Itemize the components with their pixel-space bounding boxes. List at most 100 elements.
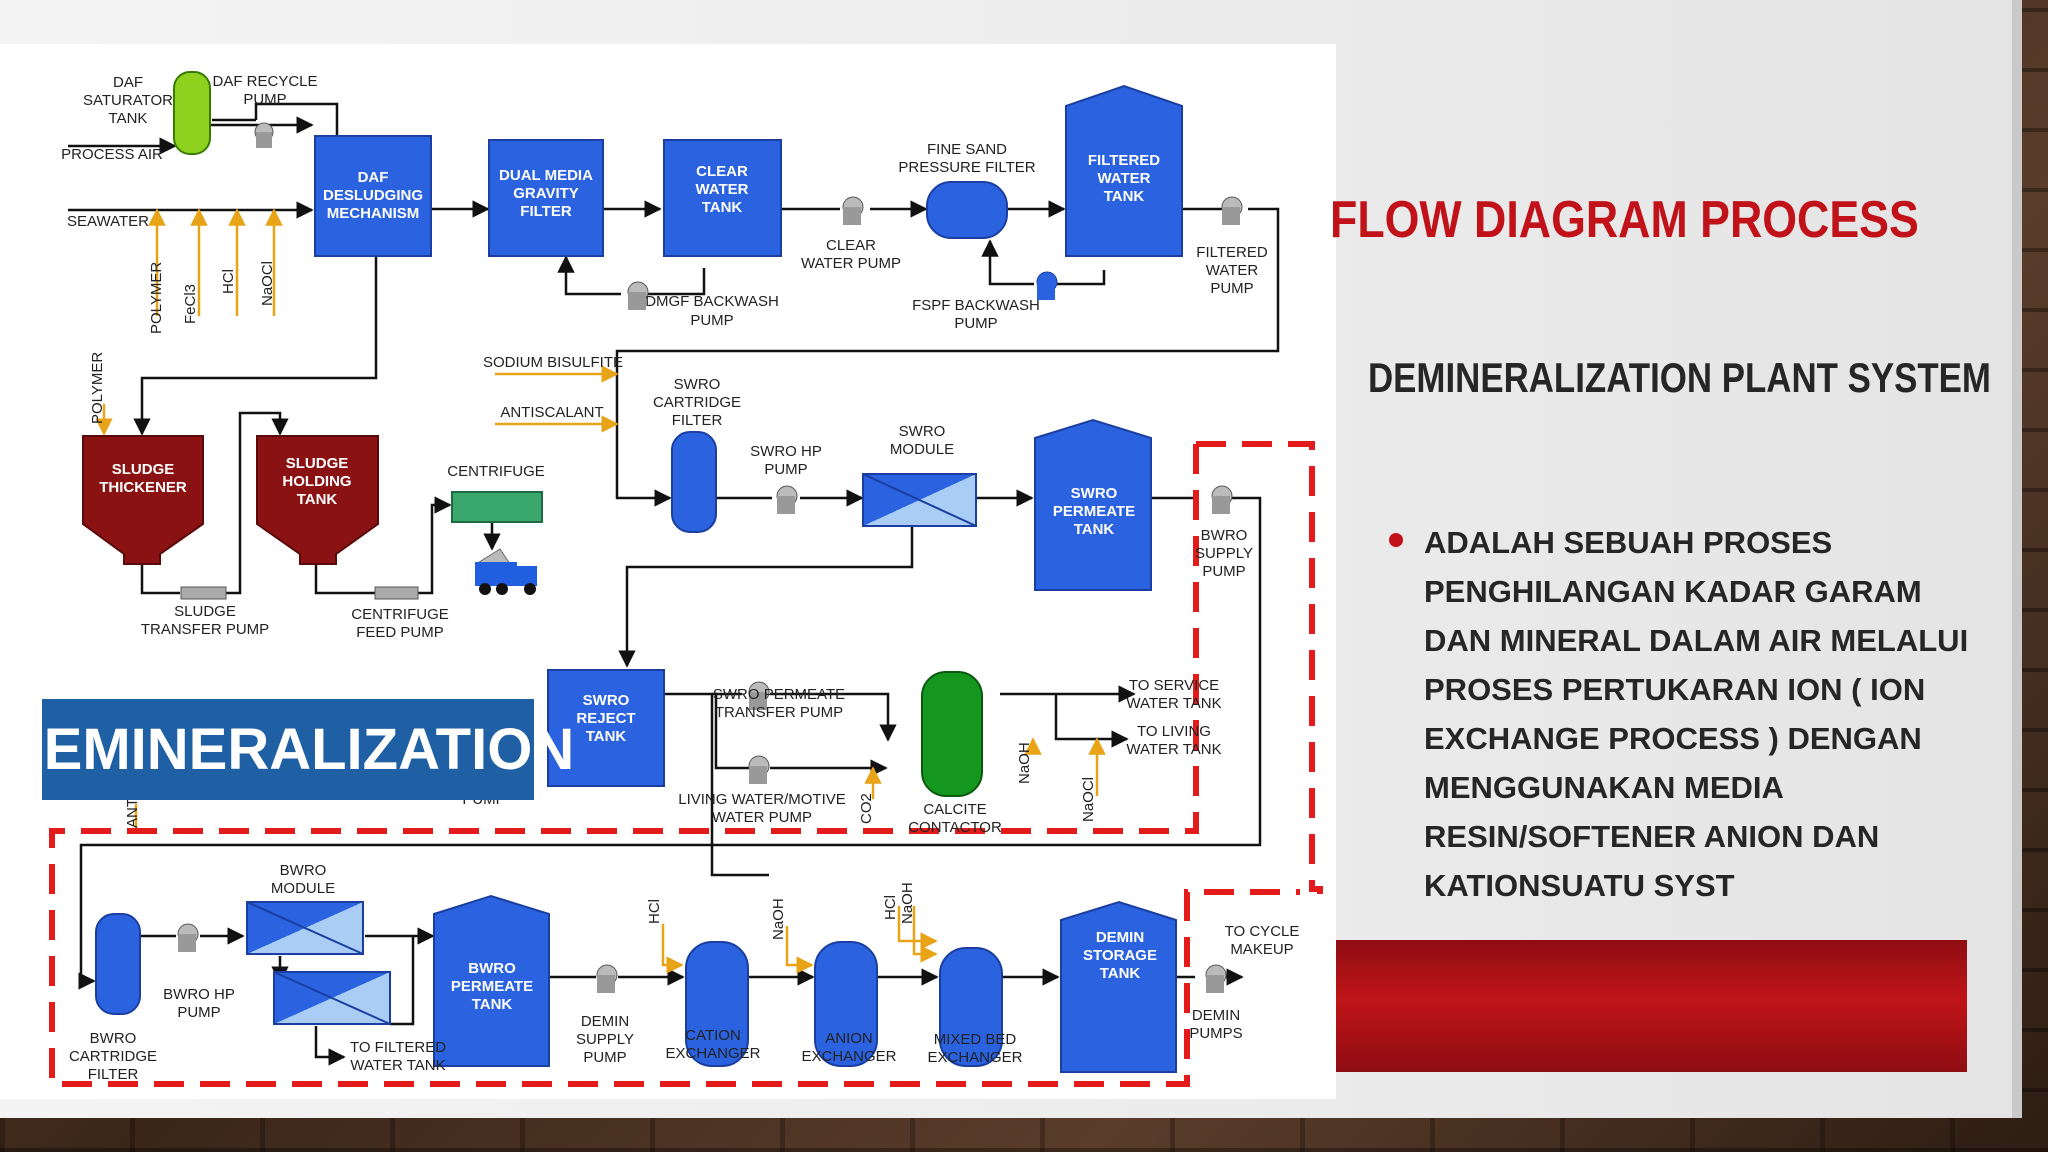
living-water-pump-label-1: LIVING WATER/MOTIVE	[678, 791, 846, 808]
bwro-permeate-tank-label-3: TANK	[472, 996, 513, 1013]
centrifuge-label: CENTRIFUGE	[447, 463, 545, 480]
bwro-hp-pump-label-2: PUMP	[177, 1004, 220, 1021]
sludge-transfer-pump-icon	[180, 586, 227, 600]
filtered-water-pump-label-2: WATER	[1206, 262, 1259, 279]
to-cycle-makeup-label-1: TO CYCLE	[1225, 923, 1300, 940]
bwro-cartridge-label-2: CARTRIDGE	[69, 1048, 157, 1065]
dual-media-filter-unit	[488, 139, 604, 257]
sludge-transfer-pump-label-1: SLUDGE	[174, 603, 236, 620]
process-air-label: PROCESS AIR	[61, 146, 163, 163]
daf-saturator-label-1: DAF	[113, 74, 143, 91]
sludge-holding-label-2: HOLDING	[282, 473, 351, 490]
bullet-line: EXCHANGE PROCESS ) DENGAN	[1424, 721, 1922, 756]
naocl-label-2: NaOCl	[1080, 777, 1097, 822]
demin-storage-tank-unit	[1060, 900, 1177, 1073]
bwro-module-unit-1	[246, 901, 364, 955]
filtered-water-pump-label-1: FILTERED	[1196, 244, 1268, 261]
clear-water-pump-label-1: CLEAR	[826, 237, 876, 254]
daf-recycle-pump-label-2: PUMP	[243, 91, 286, 108]
swro-cartridge-label-2: CARTRIDGE	[653, 394, 741, 411]
naocl-label-1: NaOCl	[259, 261, 276, 306]
chemical-injection-lines	[95, 208, 1106, 974]
swro-hp-pump-label-1: SWRO HP	[750, 443, 822, 460]
naoh-label-2: NaOH	[770, 898, 787, 940]
co2-label: CO2	[858, 793, 875, 824]
dual-media-label-2: GRAVITY	[513, 185, 579, 202]
bwro-permeate-tank-unit	[433, 894, 550, 1067]
bwro-hp-pump-label-1: BWRO HP	[163, 986, 235, 1003]
demineralization-banner: DEMINERALIZATION	[2, 699, 574, 800]
swro-hp-pump-icon	[776, 485, 798, 514]
bwro-cartridge-filter-unit	[95, 913, 141, 1015]
swro-permeate-transfer-label-2: TRANSFER PUMP	[715, 704, 843, 721]
centrifuge-feed-pump-label-1: CENTRIFUGE	[351, 606, 449, 623]
bwro-module-label-1: BWRO	[280, 862, 327, 879]
centrifuge-feed-pump-label-2: FEED PUMP	[356, 624, 444, 641]
bullet-line: KATIONSUATU SYST	[1424, 868, 1735, 903]
sludge-thickener-label-2: THICKENER	[99, 479, 187, 496]
living-water-pump-icon	[748, 755, 770, 784]
bullet-line: ADALAH SEBUAH PROSES	[1424, 525, 1833, 560]
red-accent-band	[1335, 940, 1967, 1072]
fine-sand-label-2: PRESSURE FILTER	[898, 159, 1035, 176]
to-filtered-water-label-1: TO FILTERED	[350, 1039, 446, 1056]
bwro-cartridge-label-3: FILTER	[88, 1066, 139, 1083]
cation-label-1: CATION	[685, 1027, 741, 1044]
dmgf-backwash-pump-icon	[627, 281, 649, 310]
daf-saturator-tank	[173, 71, 211, 155]
swro-cartridge-label-1: SWRO	[674, 376, 721, 393]
naoh-label-3: NaOH	[899, 882, 916, 924]
bullet-line: DAN MINERAL DALAM AIR MELALUI	[1424, 623, 1969, 658]
filtered-water-tank-unit	[1065, 84, 1183, 257]
to-service-label-2: WATER TANK	[1126, 695, 1221, 712]
bwro-permeate-tank-label-2: PERMEATE	[451, 978, 533, 995]
clear-water-tank-unit	[663, 139, 782, 257]
anion-label-1: ANION	[825, 1030, 873, 1047]
flow-diagram-image: DAF SATURATOR TANK DAF RECYCLE PUMP PROC…	[0, 44, 1336, 1099]
bullet-line: MENGGUNAKAN MEDIA	[1424, 770, 1784, 805]
to-cycle-makeup-label-2: MAKEUP	[1230, 941, 1293, 958]
swro-module-label-2: MODULE	[890, 441, 954, 458]
polymer-label-1: POLYMER	[148, 262, 165, 334]
mixed-bed-label-2: EXCHANGER	[927, 1049, 1022, 1066]
daf-saturator-label-2: SATURATOR	[83, 92, 173, 109]
sludge-thickener-label-1: SLUDGE	[112, 461, 175, 478]
anion-exchanger-unit	[814, 941, 878, 1067]
swro-permeate-tank-label-1: SWRO	[1071, 485, 1118, 502]
centrifuge-unit	[451, 491, 543, 523]
antiscalant-label: ANTISCALANT	[500, 404, 603, 421]
swro-permeate-transfer-pump-icon	[748, 681, 770, 710]
demin-supply-pump-label-1: DEMIN	[581, 1013, 629, 1030]
fspf-backwash-label-2: PUMP	[954, 315, 997, 332]
sludge-transfer-pump-label-2: TRANSFER PUMP	[141, 621, 269, 638]
clear-water-tank-label-2: WATER	[695, 181, 748, 198]
centrifuge-feed-pump-icon	[374, 586, 419, 600]
demin-supply-pump-label-2: SUPPLY	[576, 1031, 634, 1048]
hcl-label-3: HCl	[882, 895, 899, 920]
swro-permeate-tank-unit	[1034, 418, 1152, 591]
slide-title: FLOW DIAGRAM PROCESS	[1330, 191, 1919, 249]
dual-media-label-3: FILTER	[520, 203, 572, 220]
swro-hp-pump-label-2: PUMP	[764, 461, 807, 478]
swro-reject-tank-label-1: SWRO	[583, 692, 630, 709]
swro-permeate-transfer-label-1: SWRO PERMEATE	[713, 686, 845, 703]
fine-sand-label-1: FINE SAND	[927, 141, 1007, 158]
swro-cartridge-filter-unit	[671, 431, 717, 533]
swro-module-unit	[862, 473, 977, 527]
filtered-water-tank-label-1: FILTERED	[1088, 152, 1160, 169]
process-pipes	[68, 102, 1280, 1066]
bullet-paragraph: ADALAH SEBUAH PROSES PENGHILANGAN KADAR …	[1424, 518, 1969, 910]
daf-mechanism-label-1: DAF	[358, 169, 389, 186]
slide-edge	[2012, 0, 2022, 1118]
bwro-cartridge-label-1: BWRO	[90, 1030, 137, 1047]
fspf-backwash-pump-icon	[1036, 271, 1058, 300]
dashed-boundary	[49, 441, 1323, 1087]
filtered-water-pump-icon	[1221, 196, 1243, 225]
clear-water-tank-label-3: TANK	[702, 199, 743, 216]
bullet-line: PENGHILANGAN KADAR GARAM	[1424, 574, 1922, 609]
to-service-label-1: TO SERVICE	[1129, 677, 1219, 694]
swro-permeate-tank-label-2: PERMEATE	[1053, 503, 1135, 520]
dmgf-backwash-label-1: DMGF BACKWASH	[645, 293, 779, 310]
dual-media-label-1: DUAL MEDIA	[499, 167, 593, 184]
sodium-bisulfite-label: SODIUM BISULFITE	[483, 354, 623, 371]
